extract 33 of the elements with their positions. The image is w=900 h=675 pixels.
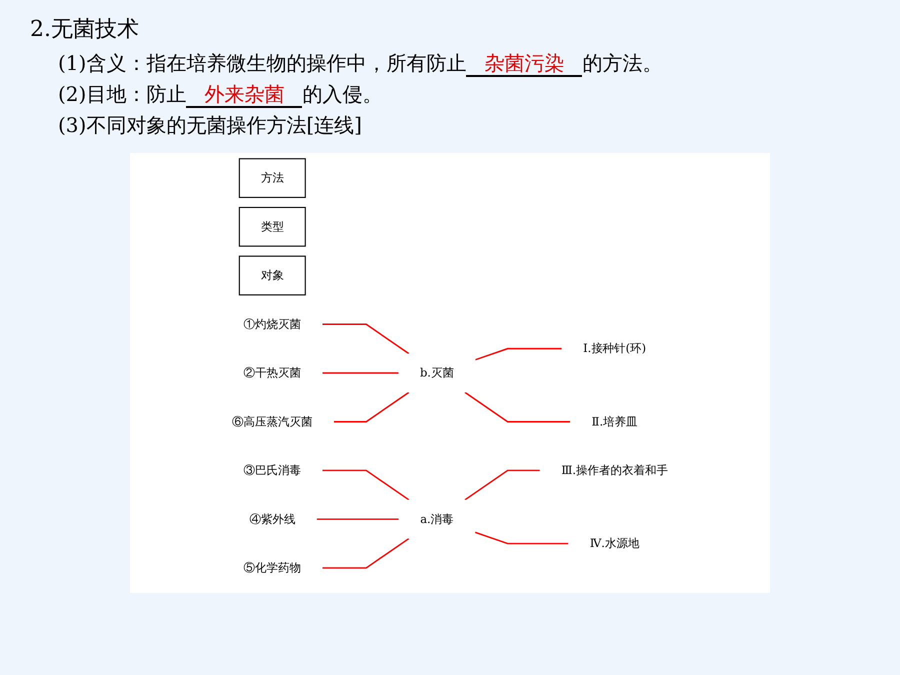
node-text: b.灭菌	[420, 366, 454, 380]
node-text: ②干热灭菌	[244, 366, 301, 380]
answer-blank: 杂菌污染	[466, 51, 582, 77]
node-box: 方法	[238, 158, 306, 198]
question-text: (2)目地：防止	[58, 82, 186, 106]
node-text: a.消毒	[420, 512, 454, 526]
question-text: 的入侵。	[302, 82, 382, 106]
node-text: ①灼烧灭菌	[244, 317, 301, 331]
node-text: ⑥高压蒸汽灭菌	[232, 414, 312, 428]
node-text: ③巴氏消毒	[244, 463, 301, 477]
node-box: 对象	[238, 256, 306, 296]
section-title: 2.无菌技术	[30, 16, 140, 44]
connector	[322, 470, 410, 500]
node-text: ⑤化学药物	[244, 560, 301, 574]
node-text: Ⅲ.操作者的衣着和手	[561, 463, 668, 477]
question-text: (1)含义：指在培养微生物的操作中，所有防止	[58, 51, 466, 75]
node-text: Ⅳ.水源地	[590, 536, 640, 550]
connector	[474, 532, 568, 544]
connector	[316, 518, 399, 520]
connector	[464, 392, 570, 422]
connector	[322, 324, 410, 354]
node-text: Ⅱ.培养皿	[592, 414, 638, 428]
question-text: (3)不同对象的无菌操作方法[连线]	[58, 113, 362, 137]
question-text: 的方法。	[582, 51, 662, 75]
answer-blank: 外来杂菌	[186, 82, 302, 108]
node-text: Ⅰ.接种针(环)	[583, 341, 646, 356]
connector	[475, 348, 562, 360]
connector	[464, 470, 540, 500]
connector	[334, 392, 410, 422]
node-box: 类型	[238, 206, 306, 247]
connector	[322, 372, 398, 374]
node-text: ④紫外线	[249, 512, 296, 526]
connector	[322, 538, 410, 569]
